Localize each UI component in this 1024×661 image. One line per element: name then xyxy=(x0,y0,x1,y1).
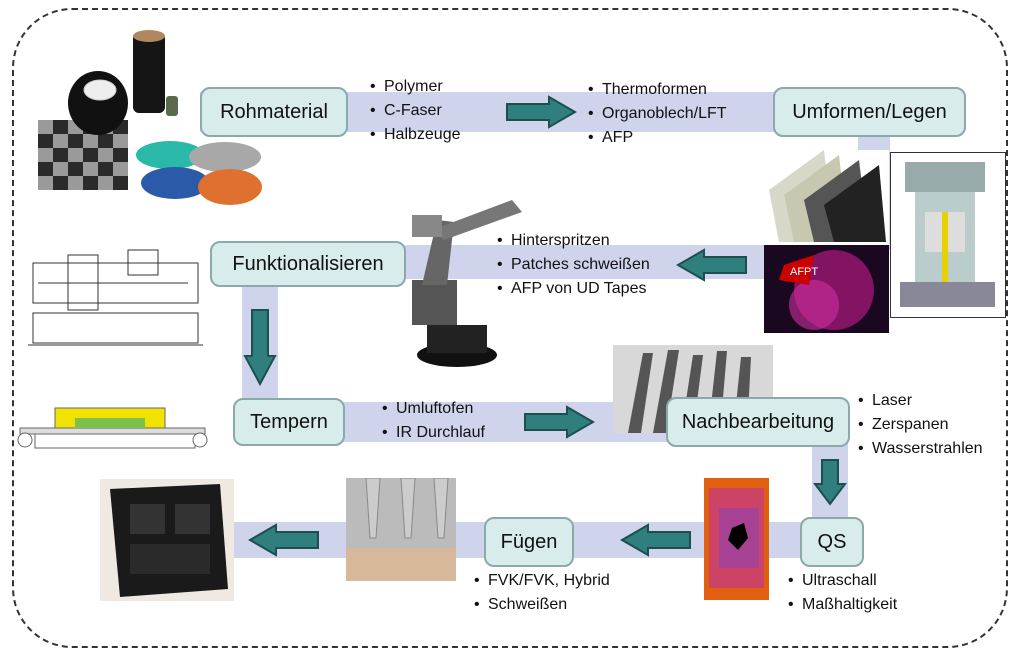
bullet-item: Schweißen xyxy=(474,593,610,617)
bullet-item: Wasserstrahlen xyxy=(858,437,983,461)
bullet-item: AFP von UD Tapes xyxy=(497,277,650,301)
arrow-right-icon xyxy=(506,95,577,129)
bullet-item: Patches schweißen xyxy=(497,253,650,277)
step-rohmaterial: Rohmaterial xyxy=(200,87,348,137)
press-machine-photo xyxy=(890,152,1006,318)
afpt-logo-photo: AFPT xyxy=(764,245,889,333)
fiber-spools-photo xyxy=(38,30,178,190)
composite-sheets-photo xyxy=(764,150,889,245)
arrow-left-icon xyxy=(676,248,747,282)
injection-molding-drawing xyxy=(28,249,203,346)
bullets-umformen: Thermoformen Organoblech/LFT AFP xyxy=(588,78,727,150)
bullets-fuegen: FVK/FVK, Hybrid Schweißen xyxy=(474,569,610,617)
arrow-down-icon xyxy=(243,309,277,386)
bullet-item: Organoblech/LFT xyxy=(588,102,727,126)
bullet-item: Hinterspritzen xyxy=(497,229,650,253)
bullet-item: Laser xyxy=(858,389,983,413)
robot-arm-photo xyxy=(412,200,522,367)
arrow-left-icon xyxy=(620,523,691,557)
bullet-item: FVK/FVK, Hybrid xyxy=(474,569,610,593)
bullet-item: Halbzeuge xyxy=(370,123,461,147)
bullet-item: Maßhaltigkeit xyxy=(788,593,897,617)
welding-nozzles-photo xyxy=(346,478,456,581)
step-funktionalisieren: Funktionalisieren xyxy=(210,241,406,287)
step-tempern: Tempern xyxy=(233,398,345,446)
car-part-photo xyxy=(100,479,234,601)
bullet-item: Zerspanen xyxy=(858,413,983,437)
bullet-item: Ultraschall xyxy=(788,569,897,593)
bullets-qs: Ultraschall Maßhaltigkeit xyxy=(788,569,897,617)
bullets-rohmaterial: Polymer C-Faser Halbzeuge xyxy=(370,75,461,147)
arrow-right-icon xyxy=(524,405,595,439)
step-fuegen: Fügen xyxy=(484,517,574,567)
arrow-left-icon xyxy=(248,523,319,557)
bullets-tempern: Umluftofen IR Durchlauf xyxy=(382,397,485,445)
bullets-nachbearbeitung: Laser Zerspanen Wasserstrahlen xyxy=(858,389,983,461)
process-frame xyxy=(12,8,1008,648)
bullet-item: IR Durchlauf xyxy=(382,421,485,445)
bullet-item: C-Faser xyxy=(370,99,461,123)
tempering-drawing xyxy=(17,407,208,449)
step-nachbearbeitung: Nachbearbeitung xyxy=(666,397,850,447)
bullet-item: AFP xyxy=(588,126,727,150)
step-umformen-legen: Umformen/Legen xyxy=(773,87,966,137)
bullet-item: Umluftofen xyxy=(382,397,485,421)
bullet-item: Polymer xyxy=(370,75,461,99)
thermography-photo xyxy=(704,478,769,600)
arrow-down-icon xyxy=(813,459,847,506)
step-qs: QS xyxy=(800,517,864,567)
bullet-item: Thermoformen xyxy=(588,78,727,102)
granulate-photo xyxy=(136,141,262,205)
afpt-logo-text: AFPT xyxy=(790,266,818,278)
bullets-funktionalisieren: Hinterspritzen Patches schweißen AFP von… xyxy=(497,229,650,301)
